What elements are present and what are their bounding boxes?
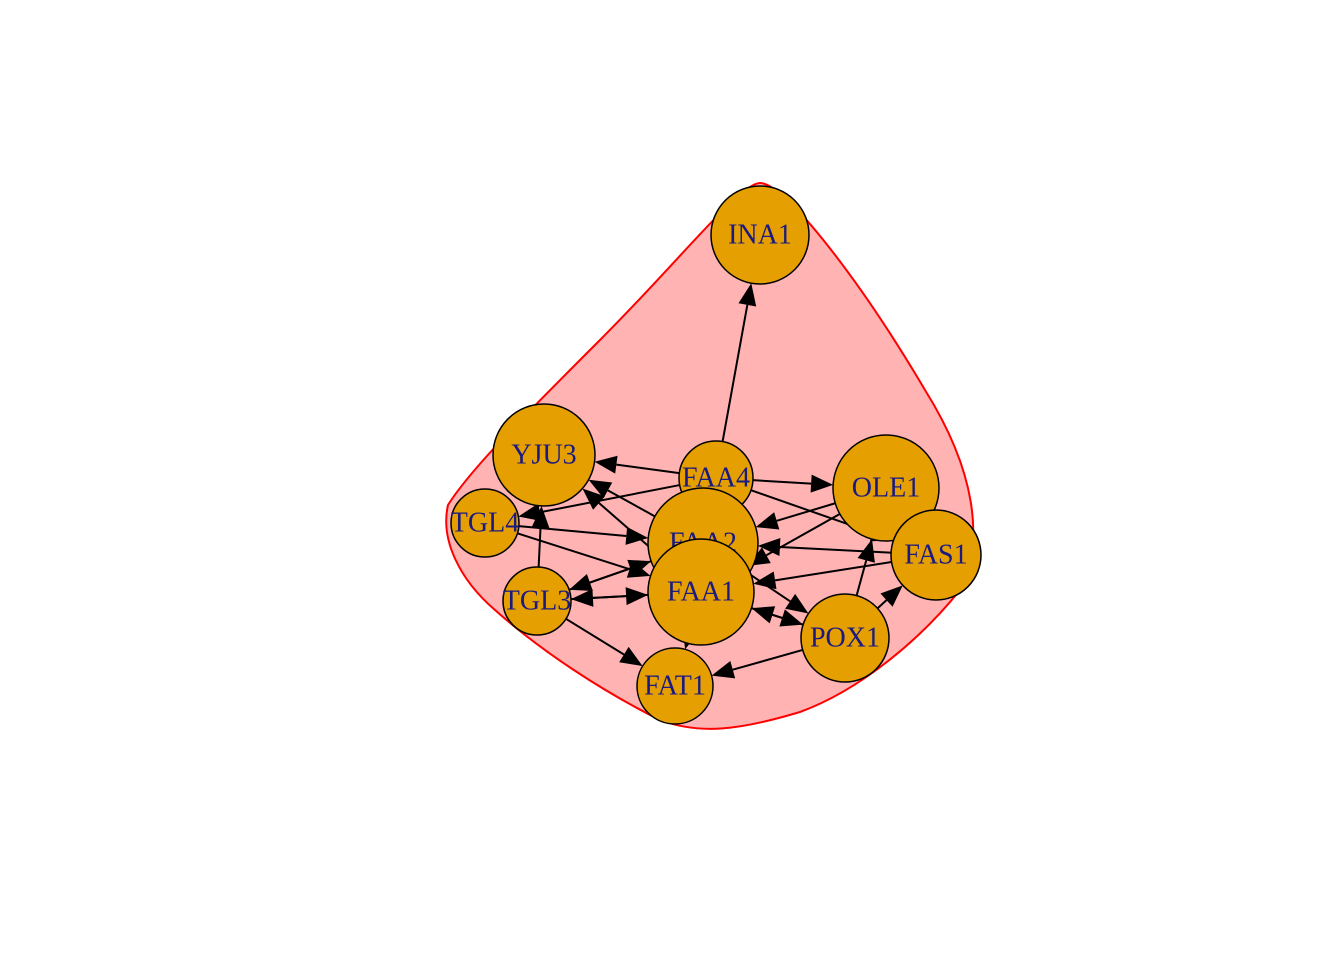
- edge-TGL3-YJU3: [531, 505, 550, 568]
- node-faa1[interactable]: FAA1: [647, 538, 755, 646]
- edge-POX1-FAS1: [876, 585, 903, 610]
- edge-TGL3-FAA1: [570, 587, 649, 606]
- edge-line: [774, 561, 892, 582]
- arrowhead: [627, 559, 652, 577]
- arrowhead: [880, 585, 903, 607]
- arrowhead: [738, 283, 757, 307]
- node-fas1[interactable]: FAS1: [890, 509, 982, 601]
- node-circle: [832, 434, 940, 542]
- edge-line: [565, 617, 625, 656]
- node-label: OLE1: [852, 473, 920, 504]
- node-label: FAA1: [667, 577, 735, 608]
- node-ole1[interactable]: OLE1: [832, 434, 940, 542]
- arrowhead: [857, 539, 875, 563]
- edge-POX1-FAA1: [751, 606, 804, 626]
- arrowhead: [810, 474, 834, 493]
- node-circle: [647, 538, 755, 646]
- arrowhead: [785, 593, 809, 614]
- node-circle: [492, 403, 596, 507]
- arrowhead: [518, 503, 542, 522]
- node-label: POX1: [810, 623, 880, 654]
- node-circle: [502, 566, 572, 636]
- node-circle: [800, 593, 890, 683]
- arrowhead: [588, 479, 613, 499]
- edge-POX1-FAT1: [711, 648, 803, 679]
- edge-line: [568, 567, 631, 591]
- edge-FAA4-OLE1: [752, 474, 834, 493]
- edge-line: [721, 304, 749, 442]
- edge-line: [570, 595, 627, 601]
- edge-TGL3-FAT1: [565, 617, 643, 667]
- edge-line: [517, 532, 630, 571]
- node-circle: [890, 509, 982, 601]
- node-fat1[interactable]: FAT1: [636, 647, 714, 725]
- arrowhead: [531, 505, 550, 529]
- edge-OLE1-FAA2: [755, 502, 836, 530]
- edge-line: [855, 560, 868, 596]
- edge-line: [772, 613, 804, 626]
- edge-FAA2-YJU3: [588, 479, 656, 518]
- node-circle: [636, 647, 714, 725]
- edge-POX1-OLE1: [855, 539, 875, 596]
- node-circle: [450, 488, 520, 558]
- edge-TGL4-FAA2: [518, 525, 649, 545]
- edge-line: [607, 489, 656, 518]
- arrowhead: [753, 571, 777, 590]
- edge-line: [518, 525, 627, 537]
- arrowhead: [757, 537, 781, 556]
- node-tgl4[interactable]: TGL4: [450, 488, 520, 558]
- edge-FAA4-INA1: [721, 283, 757, 442]
- arrowhead: [711, 661, 736, 679]
- arrowhead: [594, 455, 618, 474]
- edge-line: [732, 648, 803, 671]
- edge-line: [752, 479, 812, 485]
- node-tgl3[interactable]: TGL3: [502, 566, 572, 636]
- node-label: TGL3: [503, 586, 571, 617]
- arrowhead: [625, 587, 649, 606]
- node-label: TGL4: [451, 508, 519, 539]
- edge-line: [537, 527, 542, 568]
- node-label: FAS1: [904, 540, 967, 571]
- node-label: INA1: [728, 220, 792, 251]
- edge-FAA4-YJU3: [594, 455, 680, 475]
- arrowhead: [582, 488, 605, 510]
- edge-line: [616, 463, 680, 475]
- edge-FAS1-FAA1: [753, 561, 892, 590]
- node-circle: [710, 185, 810, 285]
- node-ina1[interactable]: INA1: [710, 185, 810, 285]
- edge-line: [539, 484, 680, 514]
- node-yju3[interactable]: YJU3: [492, 403, 596, 507]
- nodes-layer: INA1YJU3FAA4OLE1TGL4FAA2FAS1FAA1TGL3POX1…: [450, 185, 982, 725]
- node-pox1[interactable]: POX1: [800, 593, 890, 683]
- node-label: YJU3: [511, 440, 576, 471]
- edge-TGL3-FAA2: [568, 559, 652, 591]
- arrowhead: [619, 646, 643, 667]
- arrowhead: [755, 512, 780, 530]
- edge-line: [876, 599, 888, 610]
- arrowhead: [751, 606, 776, 624]
- node-label: FAT1: [644, 671, 706, 702]
- edge-FAA4-TGL4: [518, 484, 680, 522]
- arrowhead: [625, 527, 649, 545]
- edge-line: [776, 502, 836, 522]
